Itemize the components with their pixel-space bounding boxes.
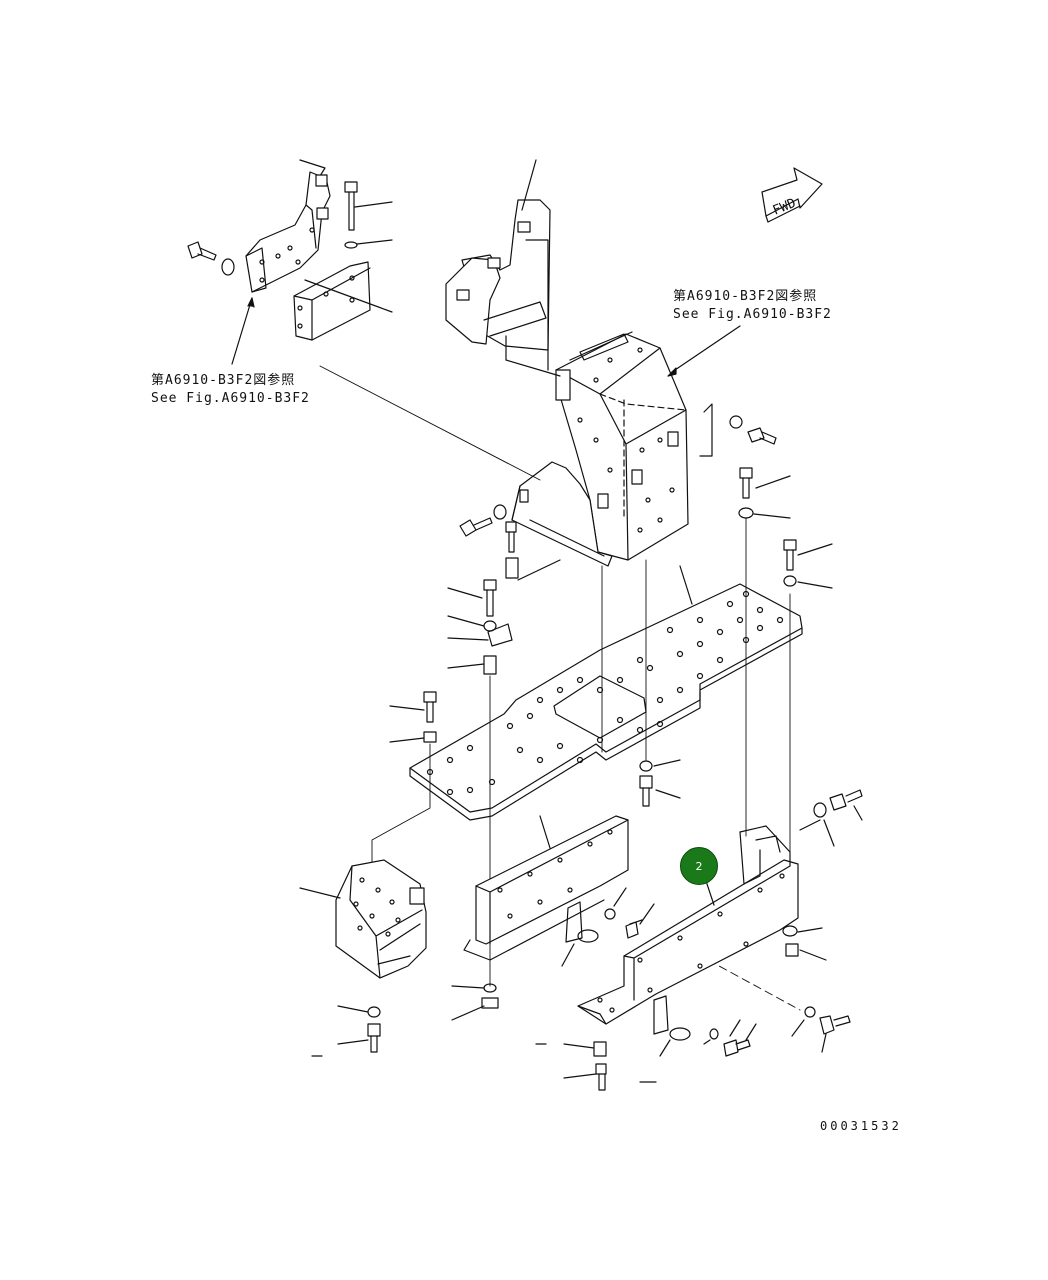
drawing-number: 00031532 [820,1119,902,1133]
reference-note-left: 第A6910-B3F2図参照 See Fig.A6910-B3F2 [151,372,310,408]
reference-note-left-en: See Fig.A6910-B3F2 [151,391,310,406]
reference-note-right-jp: 第A6910-B3F2図参照 [673,289,818,304]
assembly-lines [319,365,801,1011]
main-frame-channel [577,825,799,1057]
console-bracket [445,159,551,351]
fwd-arrow-icon: FWD [761,167,823,223]
mounting-plate [409,565,803,821]
reference-note-left-jp: 第A6910-B3F2図参照 [151,373,296,388]
lower-left-cover [299,859,427,1053]
main-housing [505,239,741,567]
reference-note-right-en: See Fig.A6910-B3F2 [673,307,832,322]
part-callout-2[interactable]: 2 [680,847,718,885]
left-channel [451,815,655,1021]
plate-fasteners-left [389,579,681,807]
right-fasteners [311,789,863,1091]
housing-fasteners [459,403,833,589]
left-bracket-assembly [187,159,393,365]
reference-note-right: 第A6910-B3F2図参照 See Fig.A6910-B3F2 [673,288,832,324]
